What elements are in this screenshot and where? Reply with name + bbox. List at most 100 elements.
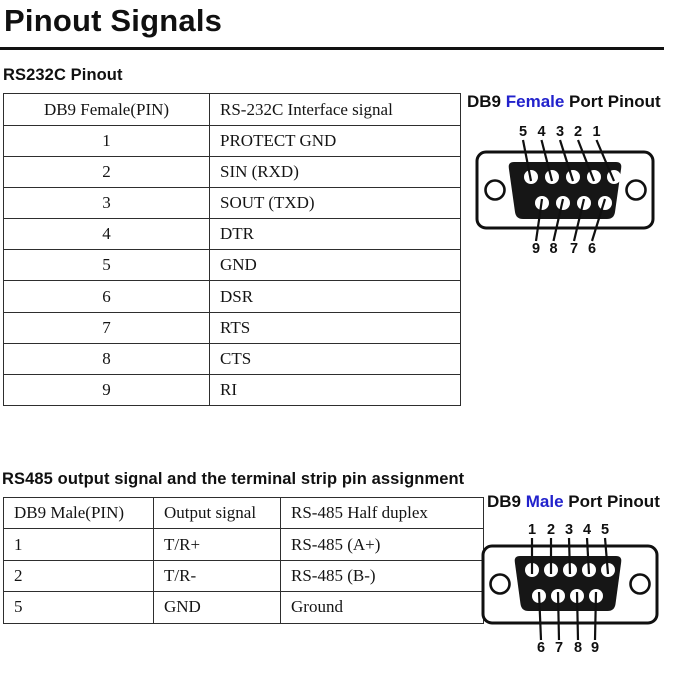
table-row: 5 GND — [3, 249, 461, 282]
column-header-output-signal: Output signal — [153, 496, 281, 530]
pin-leader-line — [534, 198, 544, 242]
signal-cell: PROTECT GND — [209, 124, 461, 158]
signal-cell: DTR — [209, 218, 461, 251]
table-row: 7 RTS — [3, 311, 461, 344]
signal-cell: CTS — [209, 342, 461, 375]
duplex-cell: Ground — [280, 591, 484, 624]
pin-label: 8 — [549, 241, 557, 257]
table-header-row: DB9 Female(PIN) RS-232C Interface signal — [3, 93, 461, 126]
table-row: 1 T/R+ RS-485 (A+) — [3, 528, 484, 561]
pin-number-cell: 1 — [3, 528, 154, 561]
pin-label: 4 — [537, 124, 545, 140]
male-diagram-title: DB9 Male Port Pinout — [487, 492, 660, 512]
page-title: Pinout Signals — [4, 3, 223, 38]
pin-label: 1 — [528, 522, 536, 538]
table-row: 4 DTR — [3, 218, 461, 251]
signal-cell: GND — [209, 249, 461, 282]
pin-label: 3 — [565, 522, 573, 538]
duplex-cell: RS-485 (B-) — [280, 559, 484, 593]
pin-number-cell: 1 — [3, 124, 210, 158]
pin-label: 9 — [532, 241, 540, 257]
table-row: 8 CTS — [3, 342, 461, 375]
pin-leader-line — [552, 198, 565, 242]
pin-number-cell: 5 — [3, 249, 210, 282]
pin-number-cell: 8 — [3, 342, 210, 375]
pin-label: 7 — [555, 640, 563, 656]
signal-cell: RI — [209, 373, 461, 406]
title-underline — [0, 47, 664, 50]
rs232-pinout-table: DB9 Female(PIN) RS-232C Interface signal… — [3, 93, 461, 406]
male-title-suffix: Port Pinout — [563, 492, 660, 511]
pin-label: 5 — [519, 124, 527, 140]
signal-cell: DSR — [209, 280, 461, 313]
output-signal-cell: GND — [153, 591, 281, 624]
pin-label: 9 — [591, 640, 599, 656]
table-row: 5 GND Ground — [3, 591, 484, 624]
screw-hole-right-icon — [625, 179, 647, 201]
female-diagram-title: DB9 Female Port Pinout — [467, 92, 661, 112]
pin-leader-line — [572, 198, 586, 242]
column-header-db9-male: DB9 Male(PIN) — [3, 496, 154, 530]
db9-female-connector-diagram: 5 4 3 2 1 9 8 7 6 — [475, 124, 655, 257]
pin-label: 3 — [556, 124, 564, 140]
column-header-rs232-signal: RS-232C Interface signal — [209, 93, 461, 126]
pin-number-cell: 4 — [3, 218, 210, 251]
female-title-prefix: DB9 — [467, 92, 506, 111]
screw-hole-left-icon — [489, 573, 511, 595]
table-row: 9 RI — [3, 373, 461, 406]
pin-leader-line — [540, 139, 554, 182]
male-title-prefix: DB9 — [487, 492, 526, 511]
pin-label: 5 — [601, 522, 609, 538]
pin-label: 2 — [574, 124, 582, 140]
pin-leader-line — [567, 537, 572, 575]
pin-number-cell: 3 — [3, 187, 210, 220]
pin-label: 8 — [574, 640, 582, 656]
screw-hole-right-icon — [629, 573, 651, 595]
pin-hole — [587, 170, 601, 184]
pin-leader-line — [537, 591, 543, 641]
table-row: 1 PROTECT GND — [3, 124, 461, 158]
pin-label: 6 — [537, 640, 545, 656]
pin-number-cell: 2 — [3, 156, 210, 189]
pin-leader-line — [603, 537, 610, 575]
table-row: 2 T/R- RS-485 (B-) — [3, 559, 484, 593]
pin-number-cell: 2 — [3, 559, 154, 593]
pin-leader-line — [585, 537, 591, 575]
pin-label: 2 — [547, 522, 555, 538]
pin-leader-line — [558, 139, 575, 182]
signal-cell: SIN (RXD) — [209, 156, 461, 189]
pin-leader-line — [590, 198, 607, 242]
pin-leader-line — [595, 139, 616, 182]
pin-hole — [598, 196, 612, 210]
pin-number-cell: 9 — [3, 373, 210, 406]
duplex-cell: RS-485 (A+) — [280, 528, 484, 561]
pin-leader-line — [576, 139, 596, 182]
pin-hole — [566, 170, 580, 184]
pin-leader-line — [556, 591, 561, 641]
db9-male-connector-diagram: 1 2 3 4 5 6 7 8 9 — [481, 522, 659, 656]
pin-leader-line — [593, 591, 598, 641]
table-header-row: DB9 Male(PIN) Output signal RS-485 Half … — [3, 496, 484, 530]
signal-cell: RTS — [209, 311, 461, 344]
pin-label: 7 — [570, 241, 578, 257]
signal-cell: SOUT (TXD) — [209, 187, 461, 220]
output-signal-cell: T/R- — [153, 559, 281, 593]
screw-hole-left-icon — [484, 179, 506, 201]
table-row: 6 DSR — [3, 280, 461, 313]
pin-label: 4 — [583, 522, 591, 538]
male-title-highlight: Male — [525, 492, 564, 511]
output-signal-cell: T/R+ — [153, 528, 281, 561]
column-header-rs485-duplex: RS-485 Half duplex — [280, 496, 484, 530]
pin-number-cell: 5 — [3, 591, 154, 624]
female-title-highlight: Female — [505, 92, 565, 111]
table-row: 3 SOUT (TXD) — [3, 187, 461, 220]
table-row: 2 SIN (RXD) — [3, 156, 461, 189]
rs485-pinout-table: DB9 Male(PIN) Output signal RS-485 Half … — [3, 496, 484, 624]
female-title-suffix: Port Pinout — [564, 92, 661, 111]
pin-label: 6 — [588, 241, 596, 257]
pin-number-cell: 6 — [3, 280, 210, 313]
pin-leader-line — [521, 139, 533, 182]
pin-leader-line — [575, 591, 580, 641]
d-sub-face — [508, 162, 622, 219]
